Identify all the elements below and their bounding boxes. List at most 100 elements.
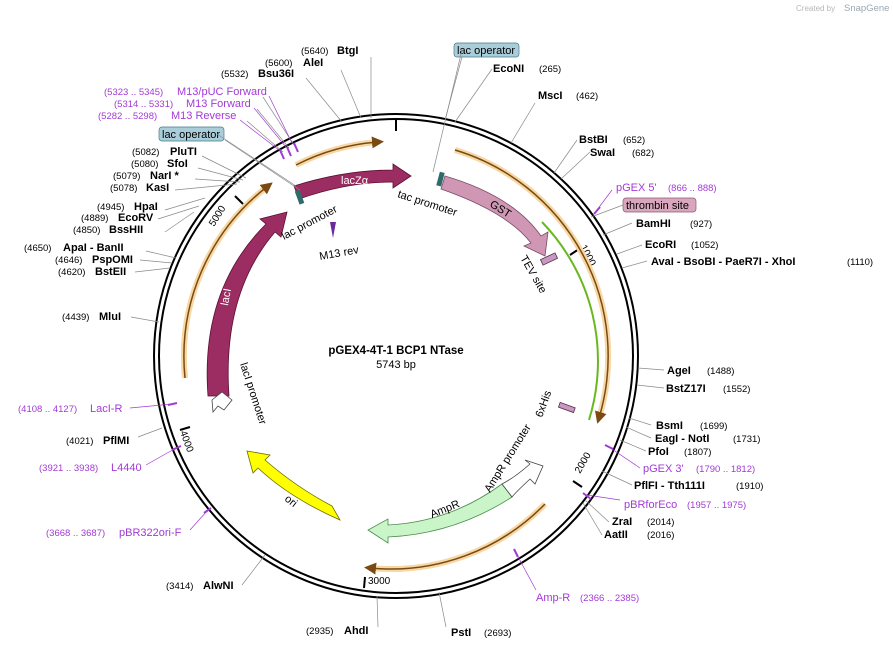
primer-m13r: (5282 .. 5298) M13 Reverse: [98, 110, 236, 122]
svg-text:SfoI: SfoI: [167, 158, 188, 170]
site-hpai: (4945) HpaI: [97, 201, 158, 213]
gst-arrow: [440, 175, 549, 257]
svg-text:PflMI: PflMI: [103, 435, 129, 447]
svg-text:ZraI: ZraI: [612, 516, 632, 528]
svg-text:LacI-R: LacI-R: [90, 403, 122, 415]
tick-label-4000: 4000: [177, 429, 195, 454]
svg-text:(1790 .. 1812): (1790 .. 1812): [696, 464, 755, 475]
primer-pgex5: pGEX 5' (866 .. 888): [616, 182, 717, 194]
svg-text:M13 Forward: M13 Forward: [186, 98, 251, 110]
primer-l4440: (3921 .. 3938) L4440: [39, 462, 142, 474]
svg-text:EcoRV: EcoRV: [118, 212, 154, 224]
svg-text:Bsu36I: Bsu36I: [258, 68, 294, 80]
svg-text:MluI: MluI: [99, 311, 121, 323]
site-swai: SwaI (682): [590, 147, 654, 159]
tick-label-3000: 3000: [368, 576, 391, 587]
svg-text:(1699): (1699): [700, 421, 727, 432]
svg-text:(5078): (5078): [110, 183, 137, 194]
svg-text:EcoNI: EcoNI: [493, 63, 524, 75]
svg-text:MscI: MscI: [538, 90, 562, 102]
laci-label: lacI: [219, 288, 234, 307]
site-ahdi: (2935) AhdI: [306, 625, 368, 637]
svg-text:(1488): (1488): [707, 366, 734, 377]
svg-text:(5282 .. 5298): (5282 .. 5298): [98, 111, 157, 122]
svg-text:BamHI: BamHI: [636, 218, 671, 230]
svg-text:pGEX 3': pGEX 3': [643, 463, 684, 475]
site-bamhi: BamHI (927): [636, 218, 712, 230]
svg-text:(4021): (4021): [66, 436, 93, 447]
his-tag-box: [557, 401, 576, 414]
svg-text:(1052): (1052): [691, 240, 718, 251]
svg-text:(4439): (4439): [62, 312, 89, 323]
svg-text:PflFI - Tth111I: PflFI - Tth111I: [634, 480, 705, 492]
svg-text:(2935): (2935): [306, 626, 333, 637]
tev-site-box: [539, 252, 559, 266]
svg-text:AvaI - BsoBI - PaeR7I -: AvaI - BsoBI - PaeR7I - XhoI: [651, 256, 795, 268]
site-agei: AgeI (1488): [667, 365, 734, 377]
site-mlui: (4439) MluI: [62, 311, 121, 323]
site-pluti: (5082) PluTI: [132, 146, 197, 158]
primer-labels: (5323 .. 5345) M13/pUC Forward (5314 .. …: [18, 86, 755, 604]
svg-text:KasI: KasI: [146, 182, 169, 194]
site-alei: (5600) AleI: [265, 57, 323, 69]
primer-m13puc: (5323 .. 5345) M13/pUC Forward: [104, 86, 267, 98]
svg-text:(652): (652): [623, 135, 645, 146]
tick-4000: [179, 426, 191, 431]
created-by-text: Created by: [796, 4, 835, 13]
svg-text:NarI *: NarI *: [150, 170, 179, 182]
site-bstz17i: BstZ17I (1552): [666, 383, 750, 395]
svg-text:pBR322ori-F: pBR322ori-F: [119, 527, 182, 539]
site-ecorv: (4889) EcoRV: [81, 212, 154, 224]
site-bsteii: (4620) BstEII: [58, 266, 126, 278]
svg-text:PluTI: PluTI: [170, 146, 197, 158]
svg-text:(3668 .. 3687): (3668 .. 3687): [46, 528, 105, 539]
tick-2000: [572, 480, 583, 488]
thrombin-site: thrombin site: [622, 197, 697, 213]
primer-laci-r: (4108 .. 4127) LacI-R: [18, 403, 122, 415]
primer-ampr: Amp-R (2366 .. 2385): [536, 592, 639, 604]
svg-text:Amp-R: Amp-R: [536, 592, 570, 604]
svg-text:M13 Reverse: M13 Reverse: [171, 110, 236, 122]
svg-text:pBRforEco: pBRforEco: [624, 499, 677, 511]
tac-promoter-label: tac promoter: [396, 188, 459, 219]
svg-text:EcoRI: EcoRI: [645, 239, 676, 251]
plasmid-name: pGEX4-4T-1 BCP1 NTase: [328, 345, 463, 357]
svg-text:(1552): (1552): [723, 384, 750, 395]
svg-text:BsmI: BsmI: [656, 420, 683, 432]
site-bstbi: BstBI (652): [579, 134, 645, 146]
site-avai: AvaI - BsoBI - PaeR7I - XhoI (1110): [651, 256, 873, 268]
svg-text:(5079): (5079): [113, 171, 140, 182]
svg-text:(4620): (4620): [58, 267, 85, 278]
plasmid-title-block: pGEX4-4T-1 BCP1 NTase 5743 bp: [328, 345, 463, 371]
svg-text:(1110): (1110): [847, 257, 873, 268]
svg-text:(866 .. 888): (866 .. 888): [668, 183, 717, 194]
svg-text:(4850): (4850): [73, 225, 100, 236]
ampr-promoter-arrow: [501, 459, 544, 498]
svg-text:PstI: PstI: [451, 627, 471, 639]
leader-lines: [130, 49, 665, 628]
features: lacZα GST lacI AmpR ori: [206, 163, 576, 544]
svg-text:(2014): (2014): [647, 517, 674, 528]
plasmid-length: 5743 bp: [376, 359, 416, 371]
svg-text:L4440: L4440: [111, 462, 142, 474]
svg-text:PspOMI: PspOMI: [92, 254, 133, 266]
svg-text:BssHII: BssHII: [109, 224, 143, 236]
svg-text:(3414): (3414): [166, 581, 193, 592]
site-bsmi: BsmI (1699): [656, 420, 727, 432]
site-kasi: (5078) KasI: [110, 182, 169, 194]
svg-text:(1957 .. 1975): (1957 .. 1975): [687, 500, 746, 511]
snapgene-branding: Created by SnapGene: [796, 3, 889, 14]
svg-text:(3921 .. 3938): (3921 .. 3938): [39, 463, 98, 474]
lacZa-arrow: [293, 163, 412, 200]
tac-promoter-box: [436, 171, 445, 187]
site-ecori: EcoRI (1052): [645, 239, 718, 251]
snapgene-logo-text: SnapGene: [844, 3, 889, 14]
svg-text:(1731): (1731): [733, 434, 760, 445]
tick-label-2000: 2000: [573, 450, 594, 475]
site-psti: PstI (2693): [451, 627, 511, 639]
svg-text:BstZ17I: BstZ17I: [666, 383, 706, 395]
svg-text:(682): (682): [632, 148, 654, 159]
m13rev-marker: [330, 222, 336, 238]
site-nari: (5079) NarI *: [113, 170, 179, 182]
svg-text:(1910): (1910): [736, 481, 763, 492]
